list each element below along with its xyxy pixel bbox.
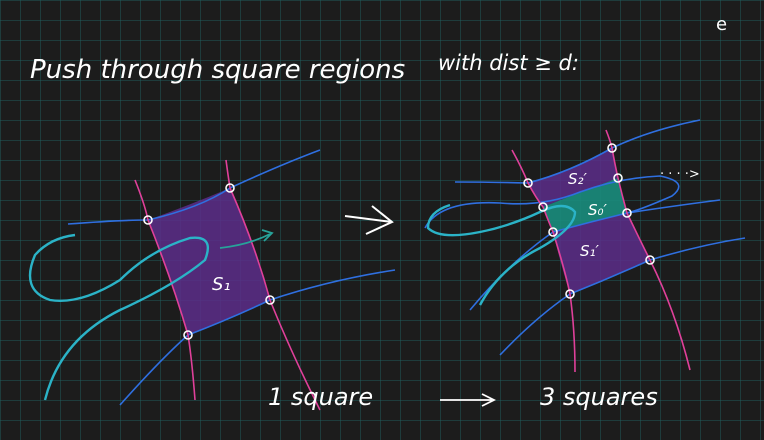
cyan-curve: [426, 203, 577, 306]
intersection-point: [622, 208, 632, 218]
intersection-point: [523, 178, 533, 188]
region-label-s0-prime: S₀′: [588, 201, 608, 219]
region-s2-prime: [528, 148, 618, 207]
cyan-curve: [28, 233, 210, 401]
intersection-point: [565, 289, 575, 299]
intersection-point: [183, 330, 193, 340]
heading-condition: with dist ≥ d:: [438, 51, 579, 75]
square-region-s1: [148, 188, 270, 335]
caption-after: 3 squares: [540, 383, 658, 411]
region-label-s1-prime: S₁′: [580, 242, 600, 260]
blue-curve-bottom: [499, 237, 746, 356]
right-figure: S₂′ S₀′ S₁′ · · · ·>: [424, 119, 746, 373]
page-label: e: [716, 14, 727, 35]
blue-curve-top: [454, 119, 701, 184]
intersection-point: [548, 227, 558, 237]
blue-curve-top: [67, 149, 321, 225]
intersection-point: [607, 143, 617, 153]
continuation-dots: · · · ·>: [660, 167, 700, 182]
intersection-point: [265, 295, 275, 305]
blue-curve-bottom: [119, 269, 396, 406]
region-label-s1: S₁: [212, 274, 231, 295]
intersection-point: [645, 255, 655, 265]
intersection-point: [143, 215, 153, 225]
heading-text: Push through square regions: [30, 55, 405, 85]
intersection-point: [613, 173, 623, 183]
transition-arrow-shaft: [344, 215, 393, 223]
transition-arrow: [344, 205, 394, 235]
region-s1-prime: [553, 213, 650, 294]
teal-arrow-head: [261, 229, 274, 242]
region-s0-prime: [543, 178, 627, 232]
magenta-curve-right: [605, 129, 691, 371]
caption-before: 1 square: [268, 383, 373, 411]
left-figure: S₁: [28, 149, 396, 411]
region-label-s2-prime: S₂′: [568, 170, 588, 188]
teal-arrow: [219, 233, 271, 249]
blue-curve-loop: [424, 175, 680, 229]
caption-arrow: [440, 393, 497, 407]
intersection-point: [538, 202, 548, 212]
magenta-curve-left: [511, 149, 576, 373]
magenta-curve-right: [225, 159, 321, 411]
transition-arrow-head: [365, 205, 394, 235]
intersection-point: [225, 183, 235, 193]
